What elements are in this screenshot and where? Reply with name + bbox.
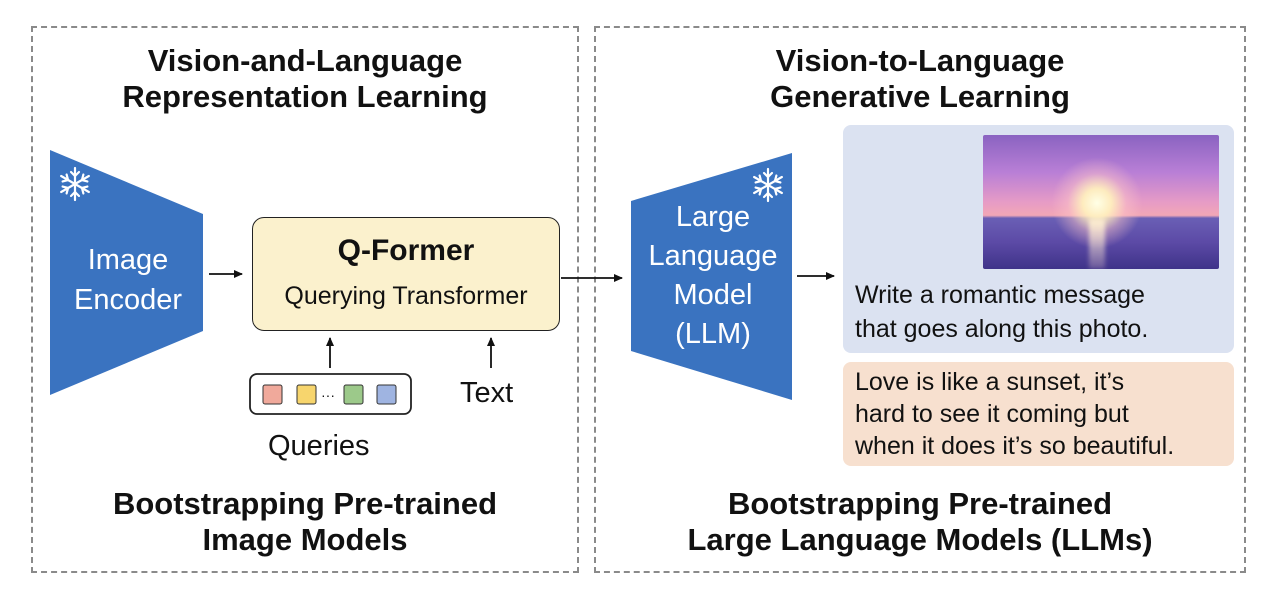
llm-line-1: Large	[675, 201, 751, 233]
llm-shape	[631, 153, 792, 400]
image-encoder-line-1: Image	[87, 244, 169, 276]
qformer-title: Q-Former	[337, 234, 475, 267]
llm-line-3: Model	[673, 279, 753, 311]
query-token	[376, 384, 397, 405]
left-panel-footer: Bootstrapping Pre-trained Image Models	[31, 486, 579, 558]
qformer-box: Q-Former Querying Transformer	[252, 217, 560, 331]
llm-line-4: (LLM)	[675, 318, 751, 350]
left-panel-title: Vision-and-Language Representation Learn…	[31, 43, 579, 115]
left-title-line-1: Vision-and-Language	[147, 43, 463, 78]
llm-label: Large Language Model (LLM)	[631, 198, 795, 354]
right-panel-footer: Bootstrapping Pre-trained Large Language…	[594, 486, 1246, 558]
left-panel	[31, 26, 579, 573]
right-footer-line-2: Large Language Models (LLMs)	[687, 522, 1153, 557]
left-footer-line-1: Bootstrapping Pre-trained	[112, 486, 498, 521]
right-title-line-2: Generative Learning	[770, 79, 1070, 114]
right-title-line-1: Vision-to-Language	[775, 43, 1065, 78]
answer-text: Love is like a sunset, it’s hard to see …	[855, 366, 1174, 462]
query-token	[296, 384, 317, 405]
image-encoder-label: Image Encoder	[50, 240, 206, 320]
right-panel	[594, 26, 1246, 573]
sun-reflection	[1089, 219, 1105, 269]
answer-line-3: when it does it’s so beautiful.	[855, 432, 1175, 460]
prompt-line-1: Write a romantic message	[855, 281, 1145, 309]
query-ellipsis: ···	[321, 387, 335, 403]
prompt-line-2: that goes along this photo.	[855, 315, 1149, 343]
image-encoder-shape	[50, 150, 203, 395]
snowflake-icon	[751, 167, 785, 203]
snowflake-icon	[58, 166, 92, 202]
queries-container	[249, 373, 412, 415]
right-footer-line-1: Bootstrapping Pre-trained	[727, 486, 1113, 521]
text-label: Text	[460, 377, 514, 409]
query-token	[343, 384, 364, 405]
sunset-photo	[983, 135, 1219, 269]
left-footer-line-2: Image Models	[202, 522, 408, 557]
answer-line-2: hard to see it coming but	[855, 400, 1129, 428]
llm-line-2: Language	[648, 240, 778, 272]
qformer-subtitle: Querying Transformer	[284, 282, 528, 310]
left-title-line-2: Representation Learning	[122, 79, 488, 114]
right-panel-title: Vision-to-Language Generative Learning	[594, 43, 1246, 115]
answer-line-1: Love is like a sunset, it’s	[855, 368, 1125, 396]
queries-label: Queries	[268, 430, 370, 462]
answer-box	[843, 362, 1234, 466]
image-encoder-line-2: Encoder	[73, 284, 182, 316]
query-token	[262, 384, 283, 405]
prompt-text: Write a romantic message that goes along…	[855, 278, 1148, 346]
